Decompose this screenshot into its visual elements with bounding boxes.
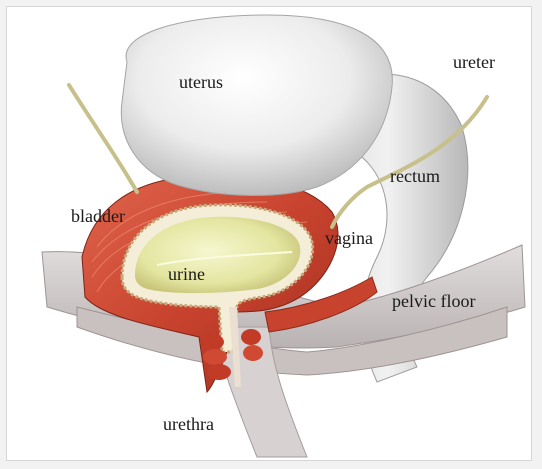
label-urethra: urethra — [163, 415, 214, 433]
label-rectum: rectum — [390, 167, 440, 185]
label-urine: urine — [168, 265, 205, 283]
uterus-shape — [121, 15, 392, 195]
label-uterus: uterus — [179, 73, 223, 91]
label-vagina: vagina — [325, 229, 373, 247]
label-bladder: bladder — [71, 207, 125, 225]
label-ureter: ureter — [453, 53, 495, 71]
diagram-frame: uterus ureter rectum bladder vagina urin… — [6, 6, 532, 461]
pelvic-anatomy-illustration — [7, 7, 533, 462]
label-pelvic-floor: pelvic floor — [392, 292, 475, 310]
